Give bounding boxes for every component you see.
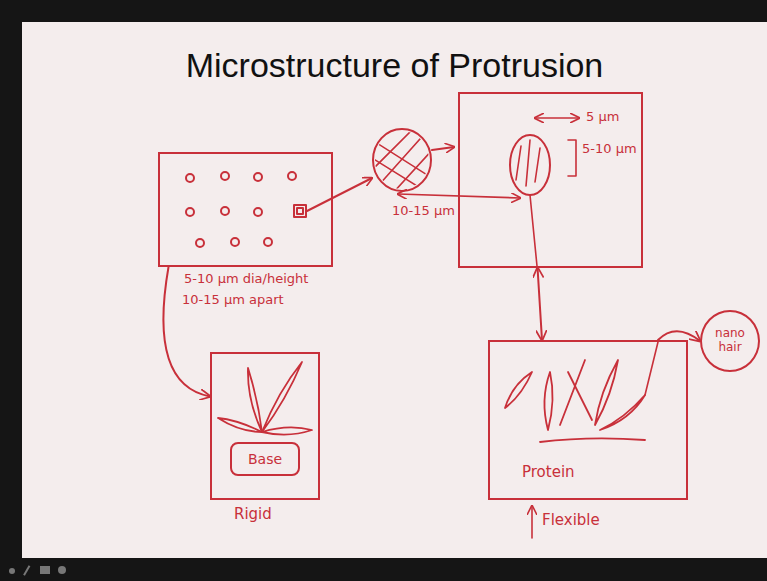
connector-arrow [163, 267, 210, 396]
node-text: Rigid [234, 506, 272, 523]
protein-box: Protein [488, 340, 688, 500]
node-text: 10-15 μm apart [182, 293, 284, 308]
node-text: Base [232, 451, 298, 467]
property-label: Flexible [542, 512, 600, 529]
node-text: Protein [522, 464, 575, 481]
protrusion-box: 5 μm 5-10 μm [458, 92, 643, 268]
node-text: 5-10 μm dia/height [184, 272, 308, 287]
slide-background [22, 22, 767, 558]
base-box: Base [230, 442, 300, 476]
leader-line [530, 195, 537, 266]
pointer-arrow [531, 506, 533, 538]
node-text: 5 μm [586, 110, 619, 125]
slide-title: Microstructure of Protrusion [22, 46, 767, 85]
zoom-arrow [307, 178, 372, 211]
protrusion-dots [186, 172, 306, 247]
callout-bubble: nano hair [700, 310, 760, 372]
protrusion-oval [510, 135, 550, 195]
rigid-box: RigidBase [210, 352, 320, 500]
zoom-arrow [432, 147, 454, 150]
node-text: 5-10 μm [582, 142, 637, 157]
rigid-leaves [218, 362, 312, 435]
node-text: nano hair [702, 327, 758, 355]
leader-line [645, 342, 658, 395]
surface-box: 5-10 μm dia/height10-15 μm apart [158, 152, 333, 267]
flexible-leaves [505, 360, 645, 442]
dimension-label: 10-15 μm [392, 204, 455, 219]
height-bracket [568, 140, 576, 176]
hatched-protrusion [372, 128, 434, 194]
connector-arrow [538, 268, 542, 340]
player-icons [9, 565, 66, 576]
width-dimension [535, 117, 579, 119]
